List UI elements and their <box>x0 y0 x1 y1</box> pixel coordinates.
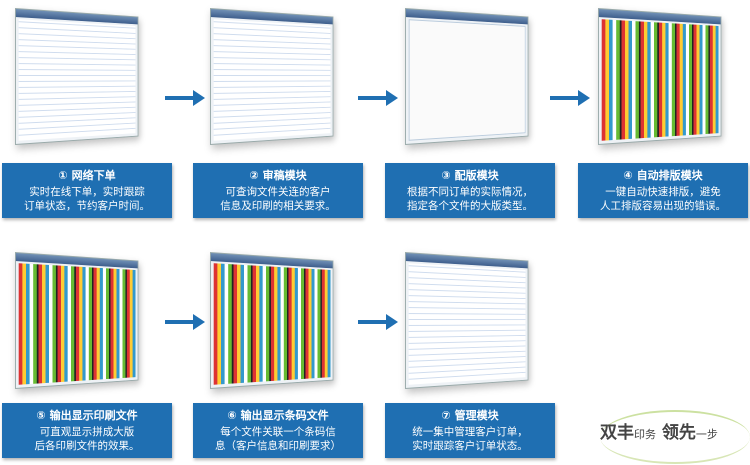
arrow-right-icon <box>550 90 590 106</box>
step-box-6: ⑥ 输出显示条码文件每个文件关联一个条码信息（客户信息和印刷要求） <box>193 403 363 458</box>
screenshot-print-output <box>15 252 139 389</box>
arrow-right-icon <box>358 314 398 330</box>
step-box-7: ⑦ 管理模块统一集中管理客户订单，实时跟踪客户订单状态。 <box>385 403 555 458</box>
arrow-right-icon <box>358 90 398 106</box>
step-title: ⑥ 输出显示条码文件 <box>227 409 329 422</box>
step-title: ④ 自动排版模块 <box>623 169 703 182</box>
step-title: ③ 配版模块 <box>441 169 499 182</box>
step-title: ⑤ 输出显示印刷文件 <box>36 409 138 422</box>
step-box-5: ⑤ 输出显示印刷文件可直观显示拼成大版后各印刷文件的效果。 <box>2 403 172 458</box>
step-desc: 统一集中管理客户订单，实时跟踪客户订单状态。 <box>412 426 528 452</box>
step-title: ① 网络下单 <box>58 169 116 182</box>
logo-swoosh <box>600 410 750 464</box>
step-title: ⑦ 管理模块 <box>441 409 499 422</box>
step-desc: 每个文件关联一个条码信息（客户信息和印刷要求） <box>215 426 341 452</box>
screenshot-review <box>210 8 334 145</box>
step-desc: 实时在线下单，实时跟踪订单状态，节约客户时间。 <box>24 186 150 212</box>
step-desc: 可查询文件关连的客户信息及印刷的相关要求。 <box>220 186 336 212</box>
screenshot-auto-imposition <box>598 8 722 145</box>
step-box-3: ③ 配版模块根据不同订单的实际情况，指定各个文件的大版类型。 <box>385 163 555 218</box>
step-desc: 一键自动快速排版，避免人工排版容易出现的错误。 <box>600 186 726 212</box>
step-desc: 可直观显示拼成大版后各印刷文件的效果。 <box>34 426 140 452</box>
step-title: ② 审稿模块 <box>249 169 307 182</box>
screenshot-online-order <box>15 8 139 145</box>
arrow-right-icon <box>165 314 205 330</box>
screenshot-layout-config <box>405 8 529 145</box>
screenshot-management <box>405 252 529 389</box>
screenshot-barcode-output <box>210 252 334 389</box>
step-box-1: ① 网络下单实时在线下单，实时跟踪订单状态，节约客户时间。 <box>2 163 172 218</box>
arrow-right-icon <box>165 90 205 106</box>
step-box-4: ④ 自动排版模块一键自动快速排版，避免人工排版容易出现的错误。 <box>578 163 748 218</box>
step-box-2: ② 审稿模块可查询文件关连的客户信息及印刷的相关要求。 <box>193 163 363 218</box>
step-desc: 根据不同订单的实际情况，指定各个文件的大版类型。 <box>407 186 533 212</box>
brand-logo: 双丰印务 领先一步 <box>600 423 718 443</box>
